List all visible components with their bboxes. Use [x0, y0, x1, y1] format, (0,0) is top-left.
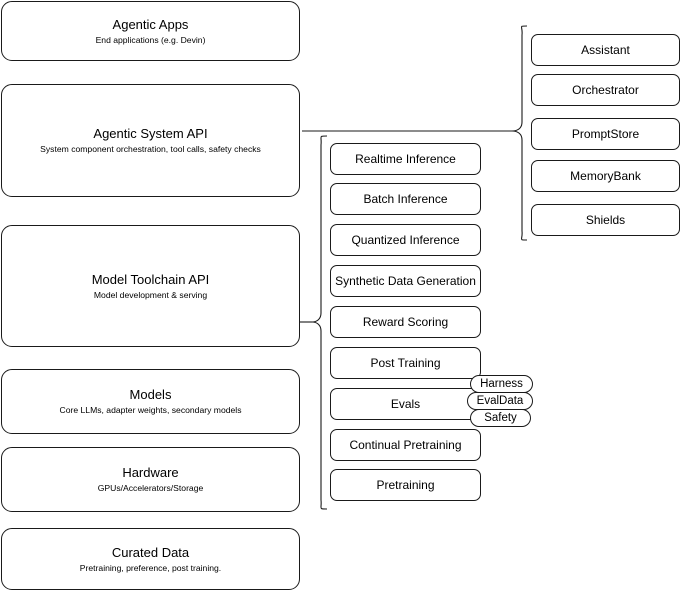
eval-tag-safety-label: Safety: [484, 411, 517, 424]
component-quantized-inference[interactable]: Quantized Inference: [330, 224, 481, 256]
component-shields-label: Shields: [585, 213, 626, 227]
component-orchestrator-label: Orchestrator: [572, 83, 639, 97]
right-brace: [511, 25, 528, 241]
component-orchestrator[interactable]: Orchestrator: [531, 74, 680, 106]
component-batch-inference[interactable]: Batch Inference: [330, 183, 481, 215]
layer-title-models: Models: [129, 387, 172, 402]
component-synthetic-data-generation[interactable]: Synthetic Data Generation: [330, 265, 481, 297]
component-continual-pretraining[interactable]: Continual Pretraining: [330, 429, 481, 461]
eval-tag-evaldata[interactable]: EvalData: [467, 392, 533, 410]
layer-title-agentic-system-api: Agentic System API: [93, 126, 208, 141]
component-promptstore-label: PromptStore: [571, 127, 640, 141]
component-evals[interactable]: Evals: [330, 388, 481, 420]
layer-title-agentic-apps: Agentic Apps: [112, 16, 189, 32]
component-post-training-label: Post Training: [370, 356, 441, 370]
layer-subtitle-hardware: GPUs/Accelerators/Storage: [97, 483, 204, 493]
layer-title-model-toolchain-api: Model Toolchain API: [91, 271, 210, 287]
component-evals-label: Evals: [390, 397, 421, 411]
component-continual-pretraining-label: Continual Pretraining: [349, 438, 462, 452]
component-reward-scoring[interactable]: Reward Scoring: [330, 306, 481, 338]
middle-brace: [311, 135, 328, 510]
component-promptstore[interactable]: PromptStore: [531, 118, 680, 150]
component-shields[interactable]: Shields: [531, 204, 680, 236]
component-realtime-inference-label: Realtime Inference: [355, 152, 456, 166]
layer-box-agentic-system-api[interactable]: Agentic System API System component orche…: [1, 84, 300, 197]
layer-box-model-toolchain-api[interactable]: Model Toolchain API Model development & s…: [1, 225, 300, 347]
component-memorybank-label: MemoryBank: [570, 169, 641, 183]
eval-tag-evaldata-label: EvalData: [476, 394, 524, 407]
component-batch-inference-label: Batch Inference: [363, 192, 448, 206]
component-quantized-inference-label: Quantized Inference: [351, 233, 460, 247]
layer-subtitle-agentic-system-api: System component orchestration, tool cal…: [40, 144, 261, 154]
layer-title-hardware: Hardware: [122, 465, 179, 480]
component-realtime-inference[interactable]: Realtime Inference: [330, 143, 481, 175]
component-pretraining[interactable]: Pretraining: [330, 469, 481, 501]
layer-subtitle-curated-data: Pretraining, preference, post training.: [79, 562, 222, 573]
layer-subtitle-models: Core LLMs, adapter weights, secondary mo…: [59, 405, 242, 415]
component-assistant[interactable]: Assistant: [531, 34, 680, 66]
eval-tag-harness-label: Harness: [480, 377, 523, 390]
component-memorybank[interactable]: MemoryBank: [531, 160, 680, 192]
component-pretraining-label: Pretraining: [376, 478, 435, 492]
layer-subtitle-model-toolchain-api: Model development & serving: [93, 289, 208, 300]
eval-tag-harness[interactable]: Harness: [470, 375, 533, 393]
layer-subtitle-agentic-apps: End applications (e.g. Devin): [95, 34, 206, 45]
layer-title-curated-data: Curated Data: [111, 544, 190, 560]
component-post-training[interactable]: Post Training: [330, 347, 481, 379]
component-synthetic-data-generation-label: Synthetic Data Generation: [335, 274, 476, 288]
component-reward-scoring-label: Reward Scoring: [362, 315, 449, 329]
component-assistant-label: Assistant: [581, 43, 630, 57]
eval-tag-safety[interactable]: Safety: [470, 409, 531, 427]
